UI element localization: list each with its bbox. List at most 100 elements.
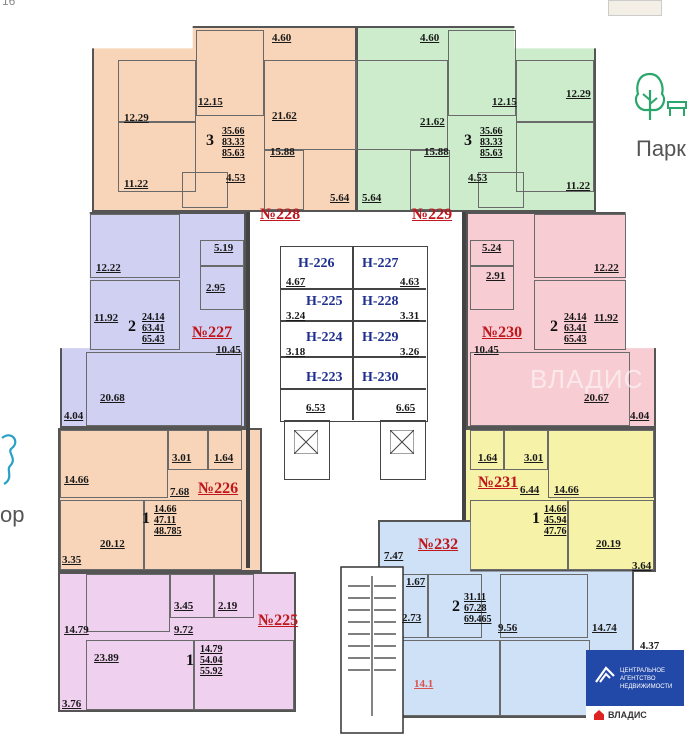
commercial-unit-label[interactable]: Н-227 bbox=[362, 256, 399, 271]
apartment-227-rooms: 2 bbox=[128, 318, 136, 335]
room bbox=[86, 352, 242, 426]
commercial-row-line bbox=[280, 388, 426, 390]
area-label: 14.79 bbox=[64, 624, 89, 636]
room bbox=[470, 500, 568, 570]
apartment-232-number[interactable]: №232 bbox=[418, 536, 459, 553]
area-label: 1.64 bbox=[478, 452, 498, 464]
area-label: 4.60 bbox=[420, 32, 440, 44]
commercial-unit-label[interactable]: Н-229 bbox=[362, 330, 399, 345]
logo-line-1: ЦЕНТРАЛЬНОЕ bbox=[620, 668, 666, 674]
apartment-229[interactable] bbox=[356, 26, 596, 212]
area-label: 3.76 bbox=[62, 698, 82, 710]
room bbox=[470, 266, 514, 310]
room bbox=[500, 640, 590, 716]
apartment-226-number[interactable]: №226 bbox=[198, 480, 239, 497]
area-label: 1.64 bbox=[214, 452, 234, 464]
room bbox=[534, 214, 626, 278]
room bbox=[86, 574, 170, 632]
apartment-228[interactable] bbox=[92, 26, 357, 212]
room bbox=[90, 280, 180, 350]
area-label: 14.1 bbox=[414, 678, 434, 690]
area-label: 4.60 bbox=[272, 32, 292, 44]
area-label: 21.62 bbox=[272, 110, 297, 122]
area-label: 20.12 bbox=[100, 538, 125, 550]
room bbox=[470, 240, 514, 266]
room bbox=[516, 122, 594, 192]
area-label: 2.73 bbox=[402, 612, 422, 624]
area-label: 4.67 bbox=[286, 276, 306, 288]
elevator-shaft bbox=[380, 420, 426, 480]
apartment-228-rooms: 3 bbox=[206, 132, 214, 149]
left-label-fragment: ор bbox=[0, 502, 25, 527]
area-label: 9.72 bbox=[174, 624, 194, 636]
brand-house-icon bbox=[594, 710, 604, 720]
room bbox=[264, 60, 356, 150]
area-label: 6.53 bbox=[306, 402, 326, 414]
room bbox=[196, 30, 264, 116]
apartment-231-number[interactable]: №231 bbox=[478, 474, 519, 491]
area-label: 14.66 bbox=[64, 474, 89, 486]
area-label: 3.01 bbox=[524, 452, 544, 464]
commercial-unit-label[interactable]: Н-223 bbox=[306, 370, 343, 385]
area-label: 5.64 bbox=[362, 192, 382, 204]
area-label: 11.22 bbox=[566, 180, 591, 192]
park-tree-icon bbox=[634, 72, 687, 120]
apartment-227-number[interactable]: №227 bbox=[192, 324, 233, 341]
room bbox=[60, 500, 144, 570]
commercial-unit-label[interactable]: Н-224 bbox=[306, 330, 343, 345]
area-label: 23.89 bbox=[94, 652, 119, 664]
room bbox=[264, 150, 304, 210]
room bbox=[118, 60, 196, 122]
area-label: 3.45 bbox=[174, 600, 194, 612]
area-label: 4.53 bbox=[468, 172, 488, 184]
commercial-unit-label[interactable]: Н-230 bbox=[362, 370, 399, 385]
room bbox=[214, 574, 254, 618]
area-label: 11.92 bbox=[94, 312, 119, 324]
area-label: 14.66 bbox=[554, 484, 579, 496]
area-label: 3.64 bbox=[632, 560, 652, 572]
apartment-230-number[interactable]: №230 bbox=[482, 324, 523, 341]
logo-line-2: АГЕНТСТВО bbox=[620, 676, 656, 682]
area-label: 10.45 bbox=[216, 344, 241, 356]
apartment-225[interactable] bbox=[58, 572, 296, 712]
apartment-226-rooms: 1 bbox=[142, 510, 150, 527]
room bbox=[478, 172, 524, 208]
park-label: Парк bbox=[636, 136, 686, 161]
area-label: 21.62 bbox=[420, 116, 445, 128]
apartment-227[interactable] bbox=[60, 212, 246, 428]
area-label: 12.22 bbox=[96, 262, 121, 274]
staircase bbox=[340, 566, 404, 734]
area-label: 11.92 bbox=[594, 312, 619, 324]
area-label: 5.24 bbox=[482, 242, 502, 254]
apartment-225-number[interactable]: №225 bbox=[258, 612, 299, 629]
area-label: 3.18 bbox=[286, 346, 306, 358]
room bbox=[548, 430, 654, 498]
room bbox=[168, 430, 208, 470]
commercial-unit-label[interactable]: Н-226 bbox=[298, 256, 335, 271]
apartment-230-rooms: 2 bbox=[550, 318, 558, 335]
apartment-229-number[interactable]: №229 bbox=[412, 206, 453, 223]
area-label: 7.47 bbox=[384, 550, 404, 562]
room bbox=[470, 430, 504, 470]
brand-strip: ВЛАДИС bbox=[586, 706, 684, 726]
area-label: 20.19 bbox=[596, 538, 621, 550]
area-label: 7.68 bbox=[170, 486, 190, 498]
commercial-unit-label[interactable]: Н-225 bbox=[306, 294, 343, 309]
commercial-row-line bbox=[280, 288, 426, 290]
wall bbox=[246, 212, 250, 568]
commercial-unit-label[interactable]: Н-228 bbox=[362, 294, 399, 309]
elevator-x-icon bbox=[294, 430, 318, 454]
area-label: 10.45 bbox=[474, 344, 499, 356]
apartment-230[interactable] bbox=[466, 212, 656, 428]
room bbox=[208, 430, 242, 470]
area-label: 12.29 bbox=[124, 112, 149, 124]
area-label: 6.44 bbox=[520, 484, 540, 496]
mini-map-thumbnail bbox=[608, 0, 662, 16]
apartment-228-number[interactable]: №228 bbox=[260, 206, 301, 223]
area-label: 3.24 bbox=[286, 310, 306, 322]
area-label: 12.29 bbox=[566, 88, 591, 100]
